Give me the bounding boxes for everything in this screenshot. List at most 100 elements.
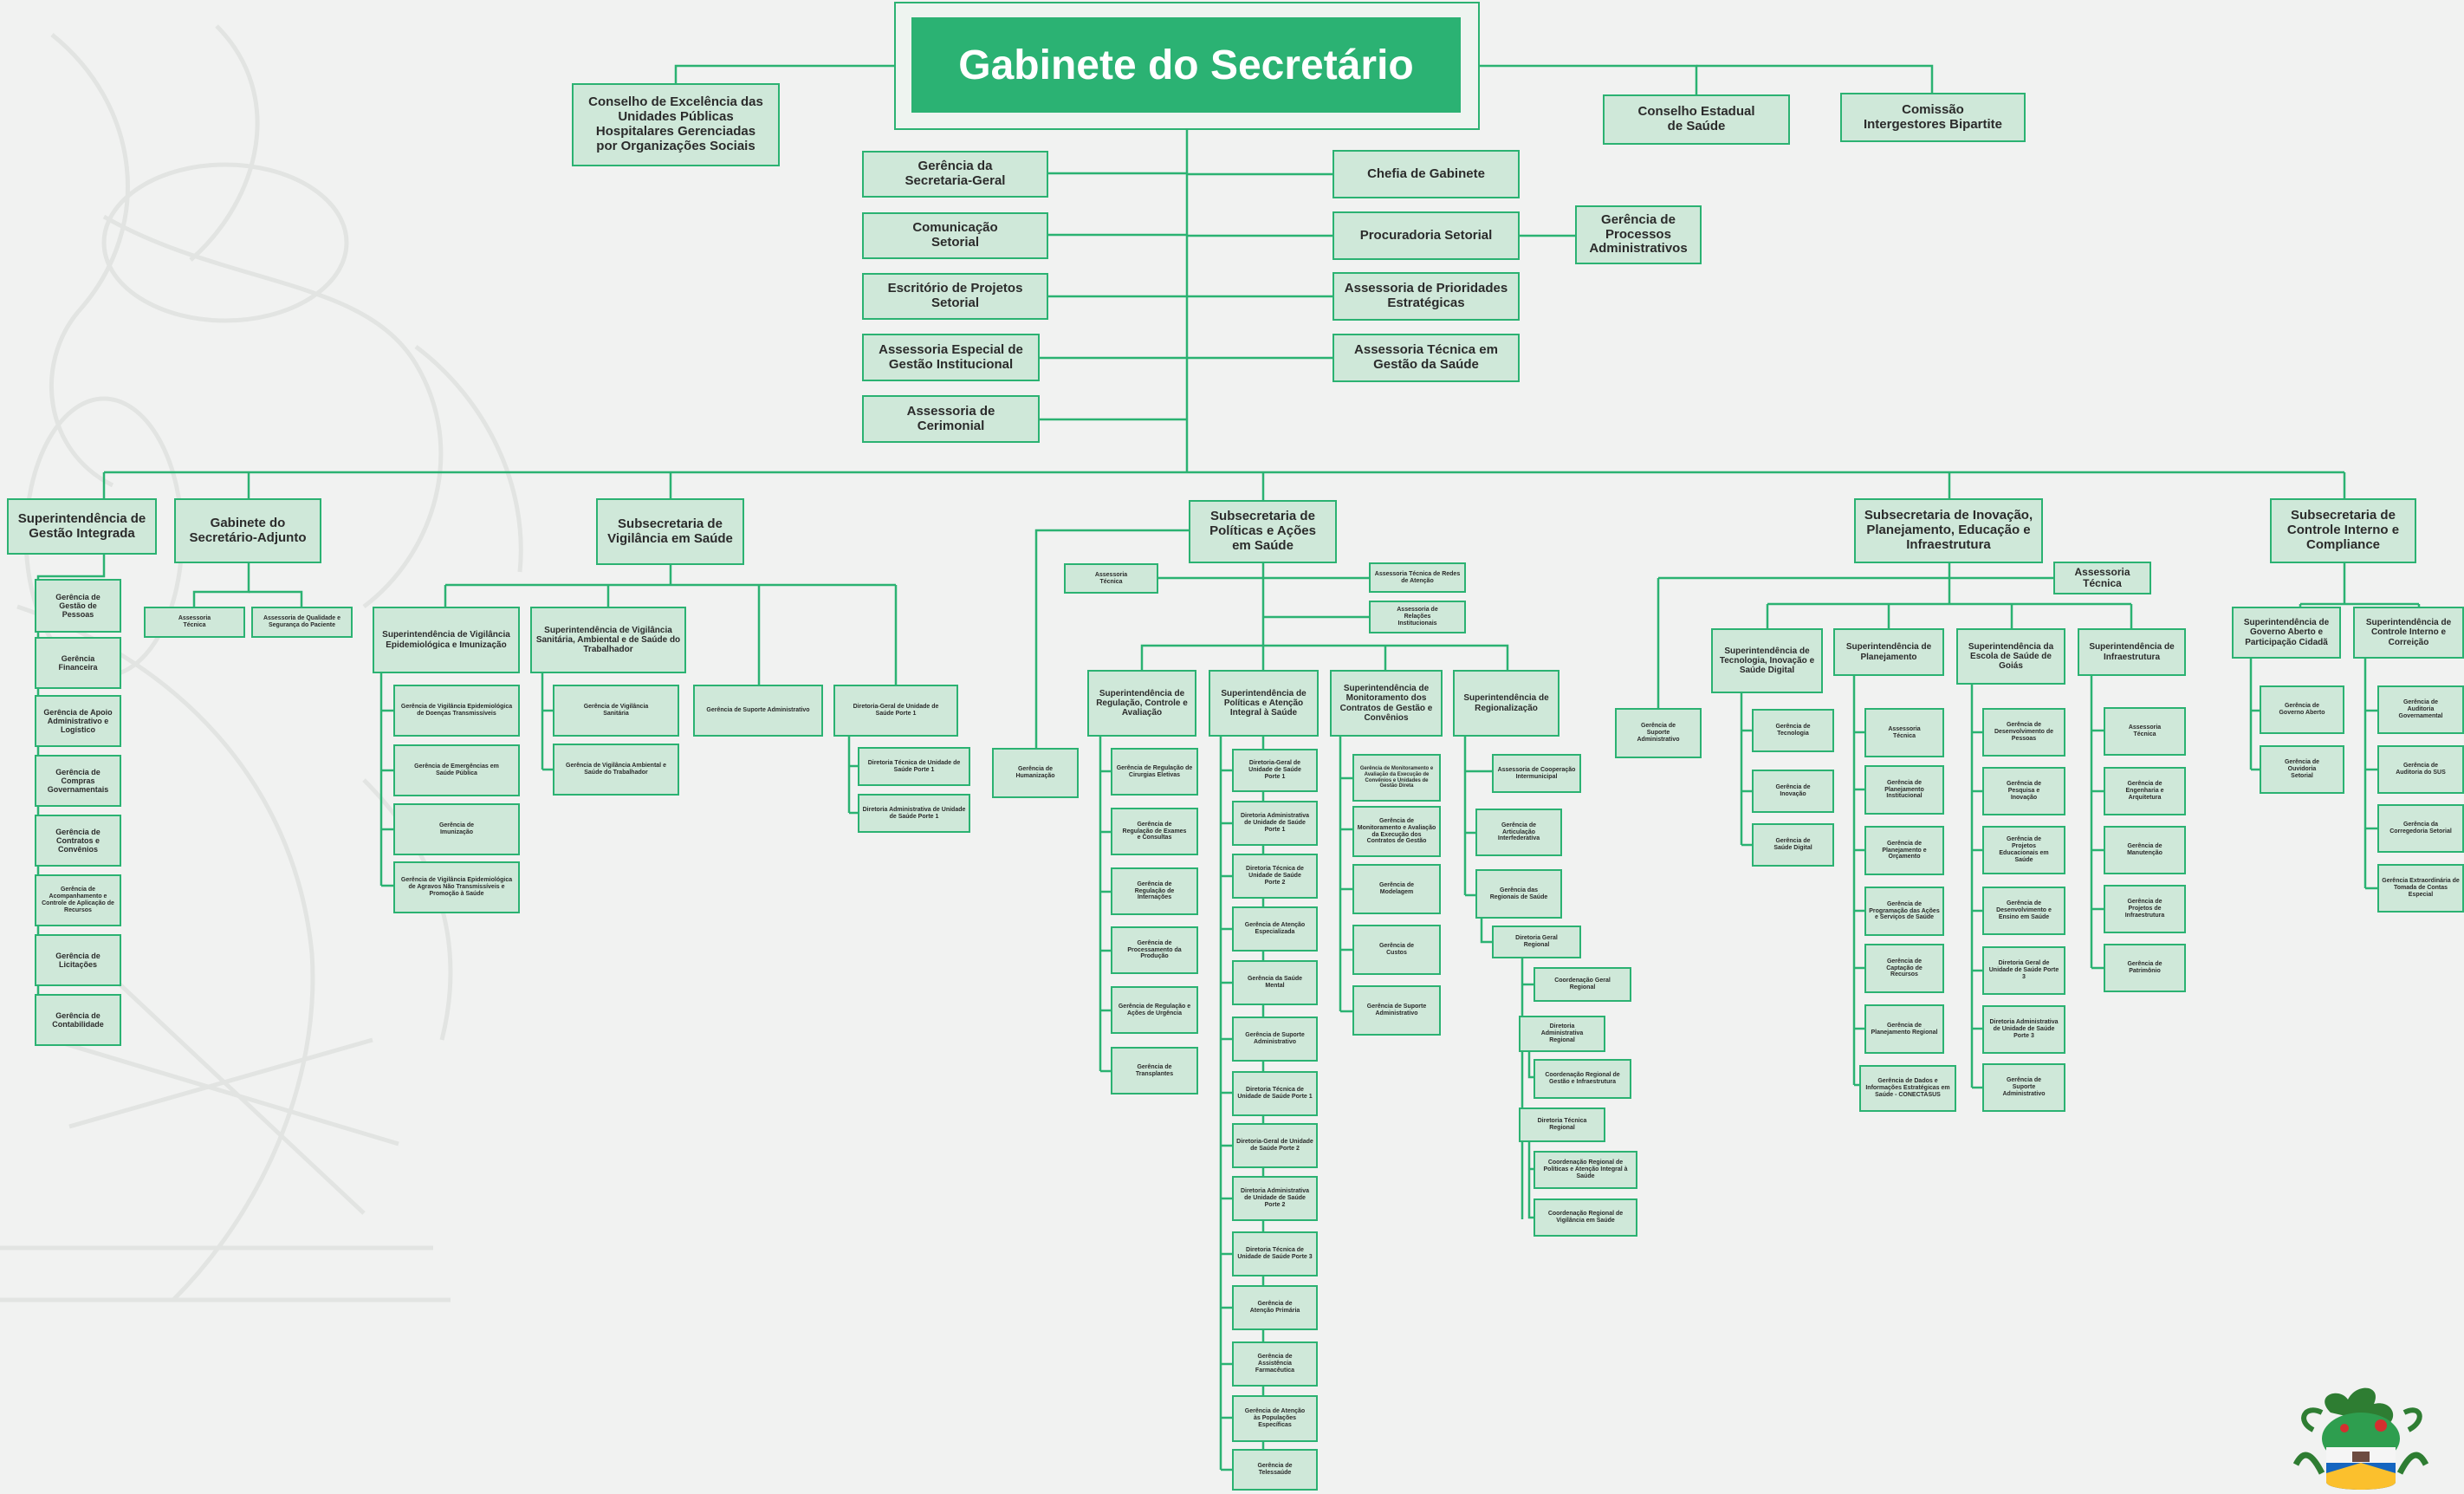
org-box-planejamento-item[interactable]: Gerência de Planejamento Institucional (1864, 765, 1944, 815)
org-box-controle-item[interactable]: Gerência da Corregedoria Setorial (2377, 804, 2464, 853)
org-box-atencao-item[interactable]: Diretoria Administrativa de Unidade de S… (1232, 1176, 1318, 1221)
org-box-epi-item[interactable]: Gerência de Imunização (393, 803, 520, 855)
page-title[interactable]: Gabinete do Secretário (911, 17, 1461, 113)
org-box-gestao-item[interactable]: Gerência de Gestão de Pessoas (35, 579, 121, 633)
org-box-sup-regulacao[interactable]: Superintendência de Regulação, Controle … (1087, 670, 1196, 737)
org-box-monitoramento-item[interactable]: Gerência de Monitoramento e Avaliação da… (1352, 754, 1441, 802)
org-box-reg-dir-geral[interactable]: Diretoria Geral Regional (1492, 926, 1581, 958)
org-box-gestao-item[interactable]: Gerência de Contratos e Convênios (35, 815, 121, 867)
org-box-regulacao-item[interactable]: Gerência de Processamento da Produção (1111, 926, 1198, 974)
org-box-comunicacao-setorial[interactable]: Comunicação Setorial (862, 212, 1048, 259)
org-box-planejamento-item[interactable]: Gerência de Planejamento e Orçamento (1864, 826, 1944, 875)
org-box-controle-item[interactable]: Gerência de Auditoria do SUS (2377, 745, 2464, 794)
org-box-sup-controle-interno[interactable]: Superintendência de Controle Interno e C… (2353, 607, 2464, 659)
org-box-sub-controle[interactable]: Subsecretaria de Controle Interno e Comp… (2270, 498, 2416, 563)
org-box-gestao-item[interactable]: Gerência de Contabilidade (35, 994, 121, 1046)
org-box-reg-articulacao[interactable]: Gerência de Articulação Interfederativa (1475, 809, 1562, 856)
org-box-vig-diretoria-geral[interactable]: Diretoria-Geral de Unidade de Saúde Port… (833, 685, 958, 737)
org-box-gestao-item[interactable]: Gerência de Licitações (35, 934, 121, 986)
org-box-escola-item[interactable]: Gerência de Suporte Administrativo (1982, 1063, 2065, 1112)
org-box-planejamento-item[interactable]: Gerência de Dados e Informações Estratég… (1859, 1065, 1956, 1112)
org-box-planejamento-item[interactable]: Assessoria Técnica (1864, 708, 1944, 757)
org-box-chefia-gabinete[interactable]: Chefia de Gabinete (1333, 150, 1520, 198)
org-box-monitoramento-item[interactable]: Gerência de Custos (1352, 925, 1441, 975)
org-box-sup-governo-aberto[interactable]: Superintendência de Governo Aberto e Par… (2232, 607, 2341, 659)
org-box-sup-infraestrutura[interactable]: Superintendência de Infraestrutura (2078, 628, 2186, 676)
org-box-adjunto-item[interactable]: Assessoria Técnica (144, 607, 245, 638)
org-box-inov-assessoria[interactable]: Assessoria Técnica (2053, 562, 2151, 594)
org-box-assessoria-especial[interactable]: Assessoria Especial de Gestão Institucio… (862, 334, 1040, 381)
org-box-regulacao-item[interactable]: Gerência de Regulação de Exames e Consul… (1111, 808, 1198, 855)
org-box-conselho-excelencia[interactable]: Conselho de Excelência das Unidades Públ… (572, 83, 780, 166)
org-box-reg-dir-tecnica[interactable]: Diretoria Técnica Regional (1519, 1108, 1605, 1142)
org-box-planejamento-item[interactable]: Gerência de Captação de Recursos (1864, 944, 1944, 993)
org-box-pol-assessoria-tecnica[interactable]: Assessoria Técnica (1064, 563, 1158, 594)
org-box-atencao-item[interactable]: Gerência de Suporte Administrativo (1232, 1017, 1318, 1062)
org-box-atencao-item[interactable]: Diretoria Técnica de Unidade de Saúde Po… (1232, 854, 1318, 899)
org-box-governo-item[interactable]: Gerência de Ouvidoria Setorial (2260, 745, 2344, 794)
org-box-reg-coord-gestao[interactable]: Coordenação Regional de Gestão e Infraes… (1534, 1059, 1631, 1099)
org-box-controle-item[interactable]: Gerência Extraordinária de Tomada de Con… (2377, 864, 2464, 913)
org-box-sup-atencao-integral[interactable]: Superintendência de Políticas e Atenção … (1209, 670, 1319, 737)
org-box-reg-coord-geral[interactable]: Coordenação Geral Regional (1534, 967, 1631, 1002)
org-box-sup-monitoramento[interactable]: Superintendência de Monitoramento dos Co… (1330, 670, 1443, 737)
org-box-planejamento-item[interactable]: Gerência de Planejamento Regional (1864, 1004, 1944, 1054)
org-box-infra-item[interactable]: Gerência de Projetos de Infraestrutura (2104, 885, 2186, 933)
org-box-infra-item[interactable]: Assessoria Técnica (2104, 707, 2186, 756)
org-box-vig-diretoria-item[interactable]: Diretoria Técnica de Unidade de Saúde Po… (858, 747, 970, 786)
org-box-regulacao-item[interactable]: Gerência de Transplantes (1111, 1047, 1198, 1095)
org-box-atencao-item[interactable]: Gerência de Atenção às Populações Especí… (1232, 1395, 1318, 1442)
org-box-epi-item[interactable]: Gerência de Vigilância Epidemiológica de… (393, 861, 520, 913)
org-box-escola-item[interactable]: Gerência de Desenvolvimento de Pessoas (1982, 708, 2065, 757)
org-box-gestao-item[interactable]: Gerência de Apoio Administrativo e Logís… (35, 695, 121, 747)
org-box-vig-diretoria-item[interactable]: Diretoria Administrativa de Unidade de S… (858, 794, 970, 833)
org-box-monitoramento-item[interactable]: Gerência de Monitoramento e Avaliação da… (1352, 806, 1441, 857)
org-box-atencao-item[interactable]: Diretoria Técnica de Unidade de Saúde Po… (1232, 1071, 1318, 1116)
org-box-tecnologia-item[interactable]: Gerência de Saúde Digital (1752, 823, 1834, 867)
org-box-san-item[interactable]: Gerência de Vigilância Sanitária (553, 685, 679, 737)
org-box-sup-vigilancia-sanitaria[interactable]: Superintendência de Vigilância Sanitária… (530, 607, 686, 673)
org-box-gabinete-adjunto[interactable]: Gabinete do Secretário-Adjunto (174, 498, 321, 563)
org-box-sub-politicas[interactable]: Subsecretaria de Políticas e Ações em Sa… (1189, 500, 1337, 563)
org-box-atencao-item[interactable]: Diretoria Técnica de Unidade de Saúde Po… (1232, 1231, 1318, 1276)
org-box-infra-item[interactable]: Gerência de Engenharia e Arquitetura (2104, 767, 2186, 815)
org-box-reg-coord-politicas[interactable]: Coordenação Regional de Políticas e Aten… (1534, 1151, 1637, 1189)
org-box-sub-vigilancia[interactable]: Subsecretaria de Vigilância em Saúde (596, 498, 744, 565)
org-box-planejamento-item[interactable]: Gerência de Programação das Ações e Serv… (1864, 887, 1944, 936)
org-box-tecnologia-item[interactable]: Gerência de Inovação (1752, 770, 1834, 813)
org-box-infra-item[interactable]: Gerência de Patrimônio (2104, 944, 2186, 992)
org-box-escola-item[interactable]: Gerência de Desenvolvimento e Ensino em … (1982, 887, 2065, 935)
org-box-sup-tecnologia[interactable]: Superintendência de Tecnologia, Inovação… (1711, 628, 1823, 693)
org-box-escola-item[interactable]: Gerência de Projetos Educacionais em Saú… (1982, 826, 2065, 874)
org-box-sub-inovacao[interactable]: Subsecretaria de Inovação, Planejamento,… (1854, 498, 2043, 563)
org-box-sup-planejamento[interactable]: Superintendência de Planejamento (1833, 628, 1944, 676)
org-box-escola-item[interactable]: Diretoria Administrativa de Unidade de S… (1982, 1005, 2065, 1054)
org-box-atencao-item[interactable]: Diretoria Administrativa de Unidade de S… (1232, 801, 1318, 846)
org-box-san-item[interactable]: Gerência de Vigilância Ambiental e Saúde… (553, 744, 679, 796)
org-box-comissao-intergestores[interactable]: Comissão Intergestores Bipartite (1840, 93, 2026, 142)
org-box-sup-vigilancia-epidemiologica[interactable]: Superintendência de Vigilância Epidemiol… (373, 607, 520, 673)
org-box-atencao-item[interactable]: Gerência de Assistência Farmacêutica (1232, 1341, 1318, 1387)
org-box-gerencia-processos[interactable]: Gerência de Processos Administrativos (1575, 205, 1702, 264)
org-box-assessoria-cerimonial[interactable]: Assessoria de Cerimonial (862, 395, 1040, 443)
org-box-escritorio-projetos[interactable]: Escritório de Projetos Setorial (862, 273, 1048, 320)
org-box-atencao-item[interactable]: Diretoria-Geral de Unidade de Saúde Port… (1232, 1123, 1318, 1168)
org-box-sup-escola[interactable]: Superintendência da Escola de Saúde de G… (1956, 628, 2065, 685)
org-box-inov-suporte[interactable]: Gerência de Suporte Administrativo (1615, 708, 1702, 758)
org-box-regulacao-item[interactable]: Gerência de Regulação de Internações (1111, 867, 1198, 915)
org-box-atencao-item[interactable]: Gerência de Atenção Especializada (1232, 906, 1318, 952)
org-box-procuradoria-setorial[interactable]: Procuradoria Setorial (1333, 211, 1520, 260)
org-box-gestao-item[interactable]: Gerência Financeira (35, 637, 121, 689)
org-box-sup-regionalizacao[interactable]: Superintendência de Regionalização (1453, 670, 1559, 737)
org-box-monitoramento-item[interactable]: Gerência de Suporte Administrativo (1352, 985, 1441, 1036)
org-box-infra-item[interactable]: Gerência de Manutenção (2104, 826, 2186, 874)
org-box-assessoria-tecnica-gestao[interactable]: Assessoria Técnica em Gestão da Saúde (1333, 334, 1520, 382)
org-box-gestao-item[interactable]: Gerência de Compras Governamentais (35, 755, 121, 807)
org-box-vig-suporte[interactable]: Gerência de Suporte Administrativo (693, 685, 823, 737)
org-box-regulacao-item[interactable]: Gerência de Regulação e Ações de Urgênci… (1111, 986, 1198, 1034)
org-box-atencao-item[interactable]: Diretoria-Geral de Unidade de Saúde Port… (1232, 749, 1318, 792)
org-box-tecnologia-item[interactable]: Gerência de Tecnologia (1752, 709, 1834, 752)
org-box-governo-item[interactable]: Gerência de Governo Aberto (2260, 685, 2344, 734)
org-box-reg-coord-vigilancia[interactable]: Coordenação Regional de Vigilância em Sa… (1534, 1198, 1637, 1237)
org-box-assessoria-prioridades[interactable]: Assessoria de Prioridades Estratégicas (1333, 272, 1520, 321)
